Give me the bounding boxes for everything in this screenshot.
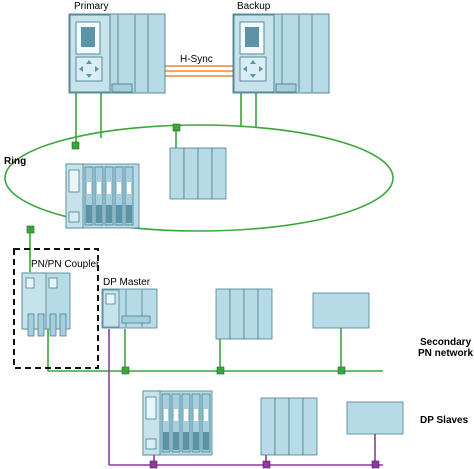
backup-cpu bbox=[232, 13, 330, 94]
secondary-module-group bbox=[215, 288, 273, 340]
dp-connection-nodes bbox=[149, 460, 380, 469]
ring-io-station bbox=[65, 163, 140, 229]
dp-master-label: DP Master bbox=[103, 277, 151, 288]
secondary-pn-network bbox=[47, 327, 383, 372]
pn-pn-coupler bbox=[21, 272, 71, 337]
controller-ring-links bbox=[75, 93, 257, 148]
dp-slaves-label: DP Slaves bbox=[420, 415, 469, 426]
ring-label: Ring bbox=[4, 156, 27, 167]
hsync-links bbox=[162, 65, 233, 77]
dp-master-device bbox=[101, 288, 158, 329]
dp-slave-device bbox=[346, 401, 404, 435]
primary-label: Primary bbox=[74, 1, 109, 12]
coupler-label: PN/PN Coupler bbox=[31, 259, 100, 270]
secondary-device bbox=[312, 292, 370, 329]
backup-label: Backup bbox=[237, 1, 271, 12]
dp-slave-module-group bbox=[260, 397, 318, 456]
primary-cpu bbox=[68, 13, 166, 94]
ring-module-group bbox=[169, 147, 227, 200]
coupler-boundary bbox=[13, 248, 99, 369]
secondary-network-label-line2: PN network bbox=[418, 348, 474, 359]
ring-network bbox=[4, 124, 394, 232]
green-connection-nodes bbox=[26, 123, 346, 375]
dp-slave-io-station bbox=[142, 390, 213, 456]
secondary-network-label-line1: Secondary bbox=[420, 337, 472, 348]
hsync-label: H-Sync bbox=[180, 54, 213, 65]
